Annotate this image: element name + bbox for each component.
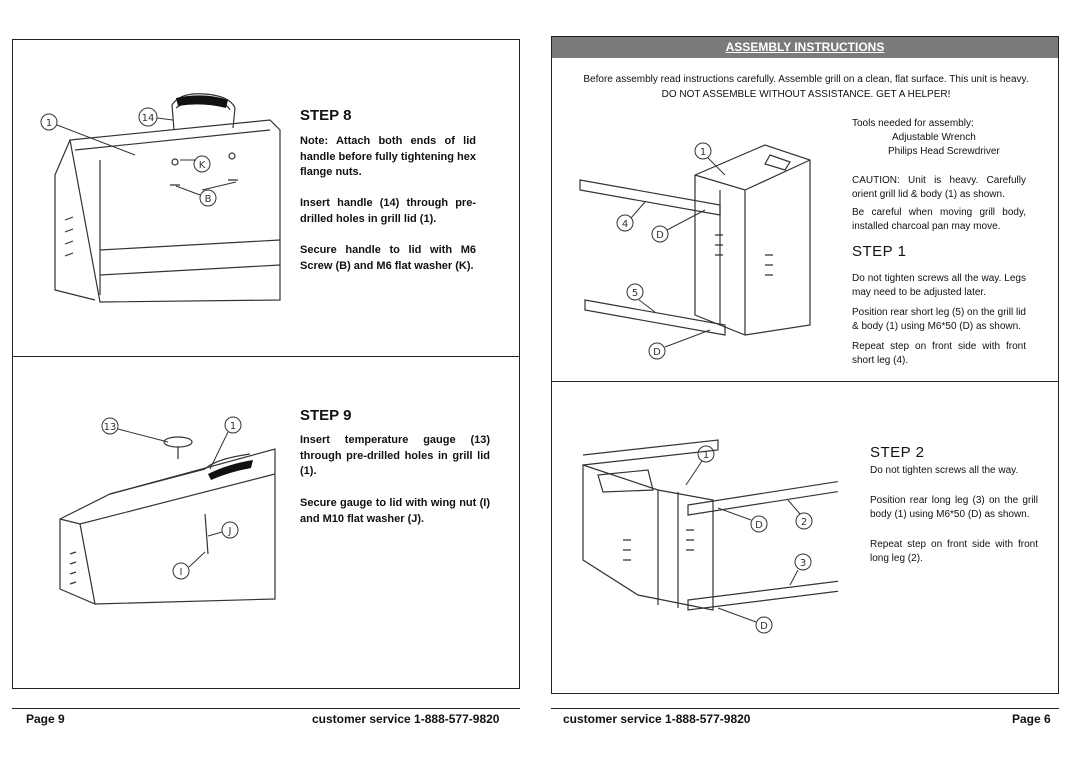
callout-d: D xyxy=(755,520,763,531)
step8-illustration: 1 14 K B xyxy=(40,93,281,303)
step8-callouts xyxy=(40,107,237,207)
callout-1: 1 xyxy=(46,118,52,129)
right-page-frame xyxy=(551,36,1059,694)
tool-philips-screwdriver: Philips Head Screwdriver xyxy=(888,146,1000,157)
step2-instruction-2: Position rear long leg (3) on the grill … xyxy=(870,495,1038,520)
left-page-frame xyxy=(12,39,520,689)
step8-note: Note: Attach both ends of lid handle bef… xyxy=(300,135,477,178)
callout-d: D xyxy=(760,621,768,632)
step1-instruction-1: Do not tighten screws all the way. Legs … xyxy=(852,273,1026,298)
step2-callouts xyxy=(685,445,813,634)
callout-i: I xyxy=(180,567,183,578)
callout-13: 13 xyxy=(104,422,117,433)
step2-instruction-3: Repeat step on front side with front lon… xyxy=(870,539,1038,564)
step2-instruction-1: Do not tighten screws all the way. xyxy=(870,465,1019,476)
step9-illustration: 13 1 J I xyxy=(59,416,276,605)
tool-adjustable-wrench: Adjustable Wrench xyxy=(892,132,976,143)
callout-5: 5 xyxy=(632,288,638,299)
callout-3: 3 xyxy=(800,558,806,569)
step8-instruction-2: Secure handle to lid with M6 Screw (B) a… xyxy=(300,244,476,272)
step2-title: STEP 2 xyxy=(870,444,925,461)
right-page-number: Page 6 xyxy=(1012,712,1051,726)
step9-callouts xyxy=(101,416,242,580)
left-page-number: Page 9 xyxy=(26,712,65,726)
left-divider xyxy=(12,356,520,357)
step1-title: STEP 1 xyxy=(852,243,907,260)
callout-14: 14 xyxy=(142,113,155,124)
right-footer-rule xyxy=(551,708,1059,709)
right-divider xyxy=(552,381,1058,382)
step8-title: STEP 8 xyxy=(300,107,352,124)
callout-j: J xyxy=(228,526,232,537)
step9-instruction-2: Secure gauge to lid with wing nut (I) an… xyxy=(300,497,490,525)
warning-text: DO NOT ASSEMBLE WITHOUT ASSISTANCE. GET … xyxy=(661,89,951,100)
callout-1: 1 xyxy=(230,421,236,432)
assembly-header: ASSEMBLY INSTRUCTIONS xyxy=(725,40,885,54)
caution-charcoal-pan: Be careful when moving grill body, insta… xyxy=(852,207,1026,232)
callout-1: 1 xyxy=(700,147,706,158)
step1-callouts xyxy=(616,142,726,360)
step1-illustration: 1 4 D 5 D xyxy=(579,142,811,360)
left-customer-service: customer service 1-888-577-9820 xyxy=(312,712,500,726)
right-customer-service: customer service 1-888-577-9820 xyxy=(563,712,751,726)
caution-orient: CAUTION: Unit is heavy. Carefully orient… xyxy=(852,175,1026,200)
intro-text: Before assembly read instructions carefu… xyxy=(583,74,1029,85)
callout-b: B xyxy=(205,194,212,205)
assembly-header-bar xyxy=(552,37,1058,58)
callout-4: 4 xyxy=(622,219,628,230)
step9-instruction-1: Insert temperature gauge (13) through pr… xyxy=(300,434,490,477)
left-footer-rule xyxy=(12,708,520,709)
callout-1: 1 xyxy=(703,450,709,461)
step2-illustration: 1 D 2 3 D xyxy=(582,439,838,634)
step9-title: STEP 9 xyxy=(300,407,352,424)
step1-instruction-2: Position rear short leg (5) on the grill… xyxy=(852,307,1026,332)
callout-2: 2 xyxy=(801,517,807,528)
callout-d: D xyxy=(656,230,664,241)
step1-instruction-3: Repeat step on front side with front sho… xyxy=(852,341,1026,366)
tools-title: Tools needed for assembly: xyxy=(852,118,974,129)
callout-d: D xyxy=(653,347,661,358)
callout-k: K xyxy=(199,160,206,171)
step8-instruction-1: Insert handle (14) through pre-drilled h… xyxy=(300,197,476,225)
